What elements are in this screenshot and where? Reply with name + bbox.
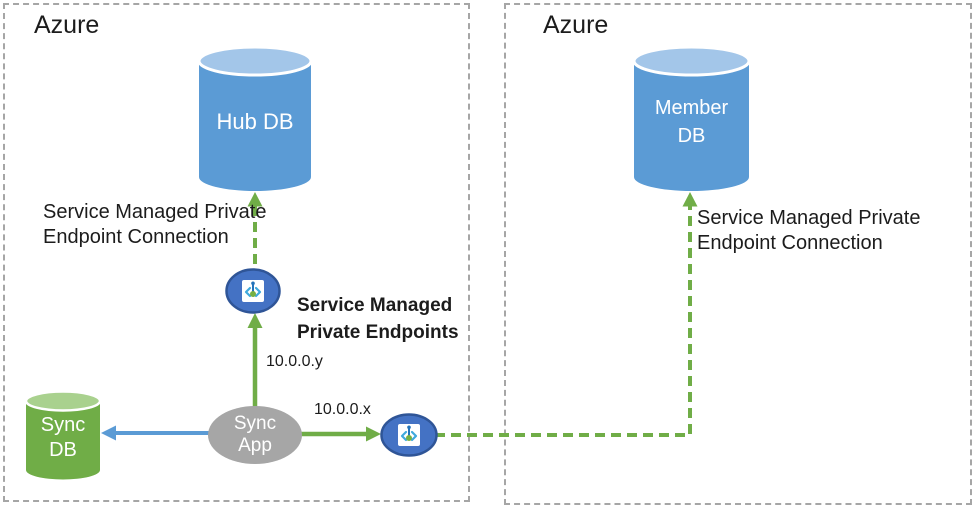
private-endpoint-icon [380,413,438,457]
member-connection-label-line1: Service Managed Private [697,207,921,229]
sync-app-label-line2: App [238,435,272,456]
endpoints-title-line2: Private Endpoints [297,322,459,343]
member-db-label: Member DB [633,46,750,192]
sync-db-label-line2: DB [49,438,77,461]
private-endpoint-hub-node [225,268,281,314]
endpoints-title-line1: Service Managed [297,295,453,316]
hub-connection-label: Service Managed Private Endpoint Connect… [43,200,266,250]
member-connection-label-line2: Endpoint Connection [697,232,883,254]
hub-connection-label-line1: Service Managed Private [43,201,267,223]
azure-region-right: Azure [504,3,972,505]
sync-db-node: Sync DB [25,391,101,480]
member-db-label-line2: DB [677,125,706,147]
azure-region-left: Azure [3,3,470,502]
hub-connection-label-line2: Endpoint Connection [43,226,229,248]
azure-region-right-label: Azure [543,11,609,39]
azure-region-left-label: Azure [34,11,100,39]
member-connection-label: Service Managed Private Endpoint Connect… [697,206,920,256]
hub-db-node: Hub DB [198,46,312,192]
connector-endpoint-member-to-memberdb [435,192,698,437]
sync-app-label-line1: Sync [233,413,277,434]
ip-address-x-label: 10.0.0.x [314,401,371,418]
database-cylinder-icon [25,391,101,480]
sync-app-node: Sync App [208,406,302,464]
sync-db-label-line1: Sync [40,413,86,436]
hub-db-label: Hub DB [216,109,294,134]
private-endpoint-icon [225,268,281,314]
member-db-label-line1: Member [654,97,729,119]
ip-address-y-label: 10.0.0.y [266,353,323,370]
database-cylinder-icon [633,46,750,191]
database-cylinder-icon [198,46,312,191]
sync-db-label: Sync DB [25,391,101,480]
member-db-node: Member DB [633,46,750,192]
private-endpoint-member-node [380,413,438,457]
service-managed-private-endpoints-title: Service Managed Private Endpoints [297,292,459,346]
connector-endpoint-hub-to-hubdb [247,192,263,280]
